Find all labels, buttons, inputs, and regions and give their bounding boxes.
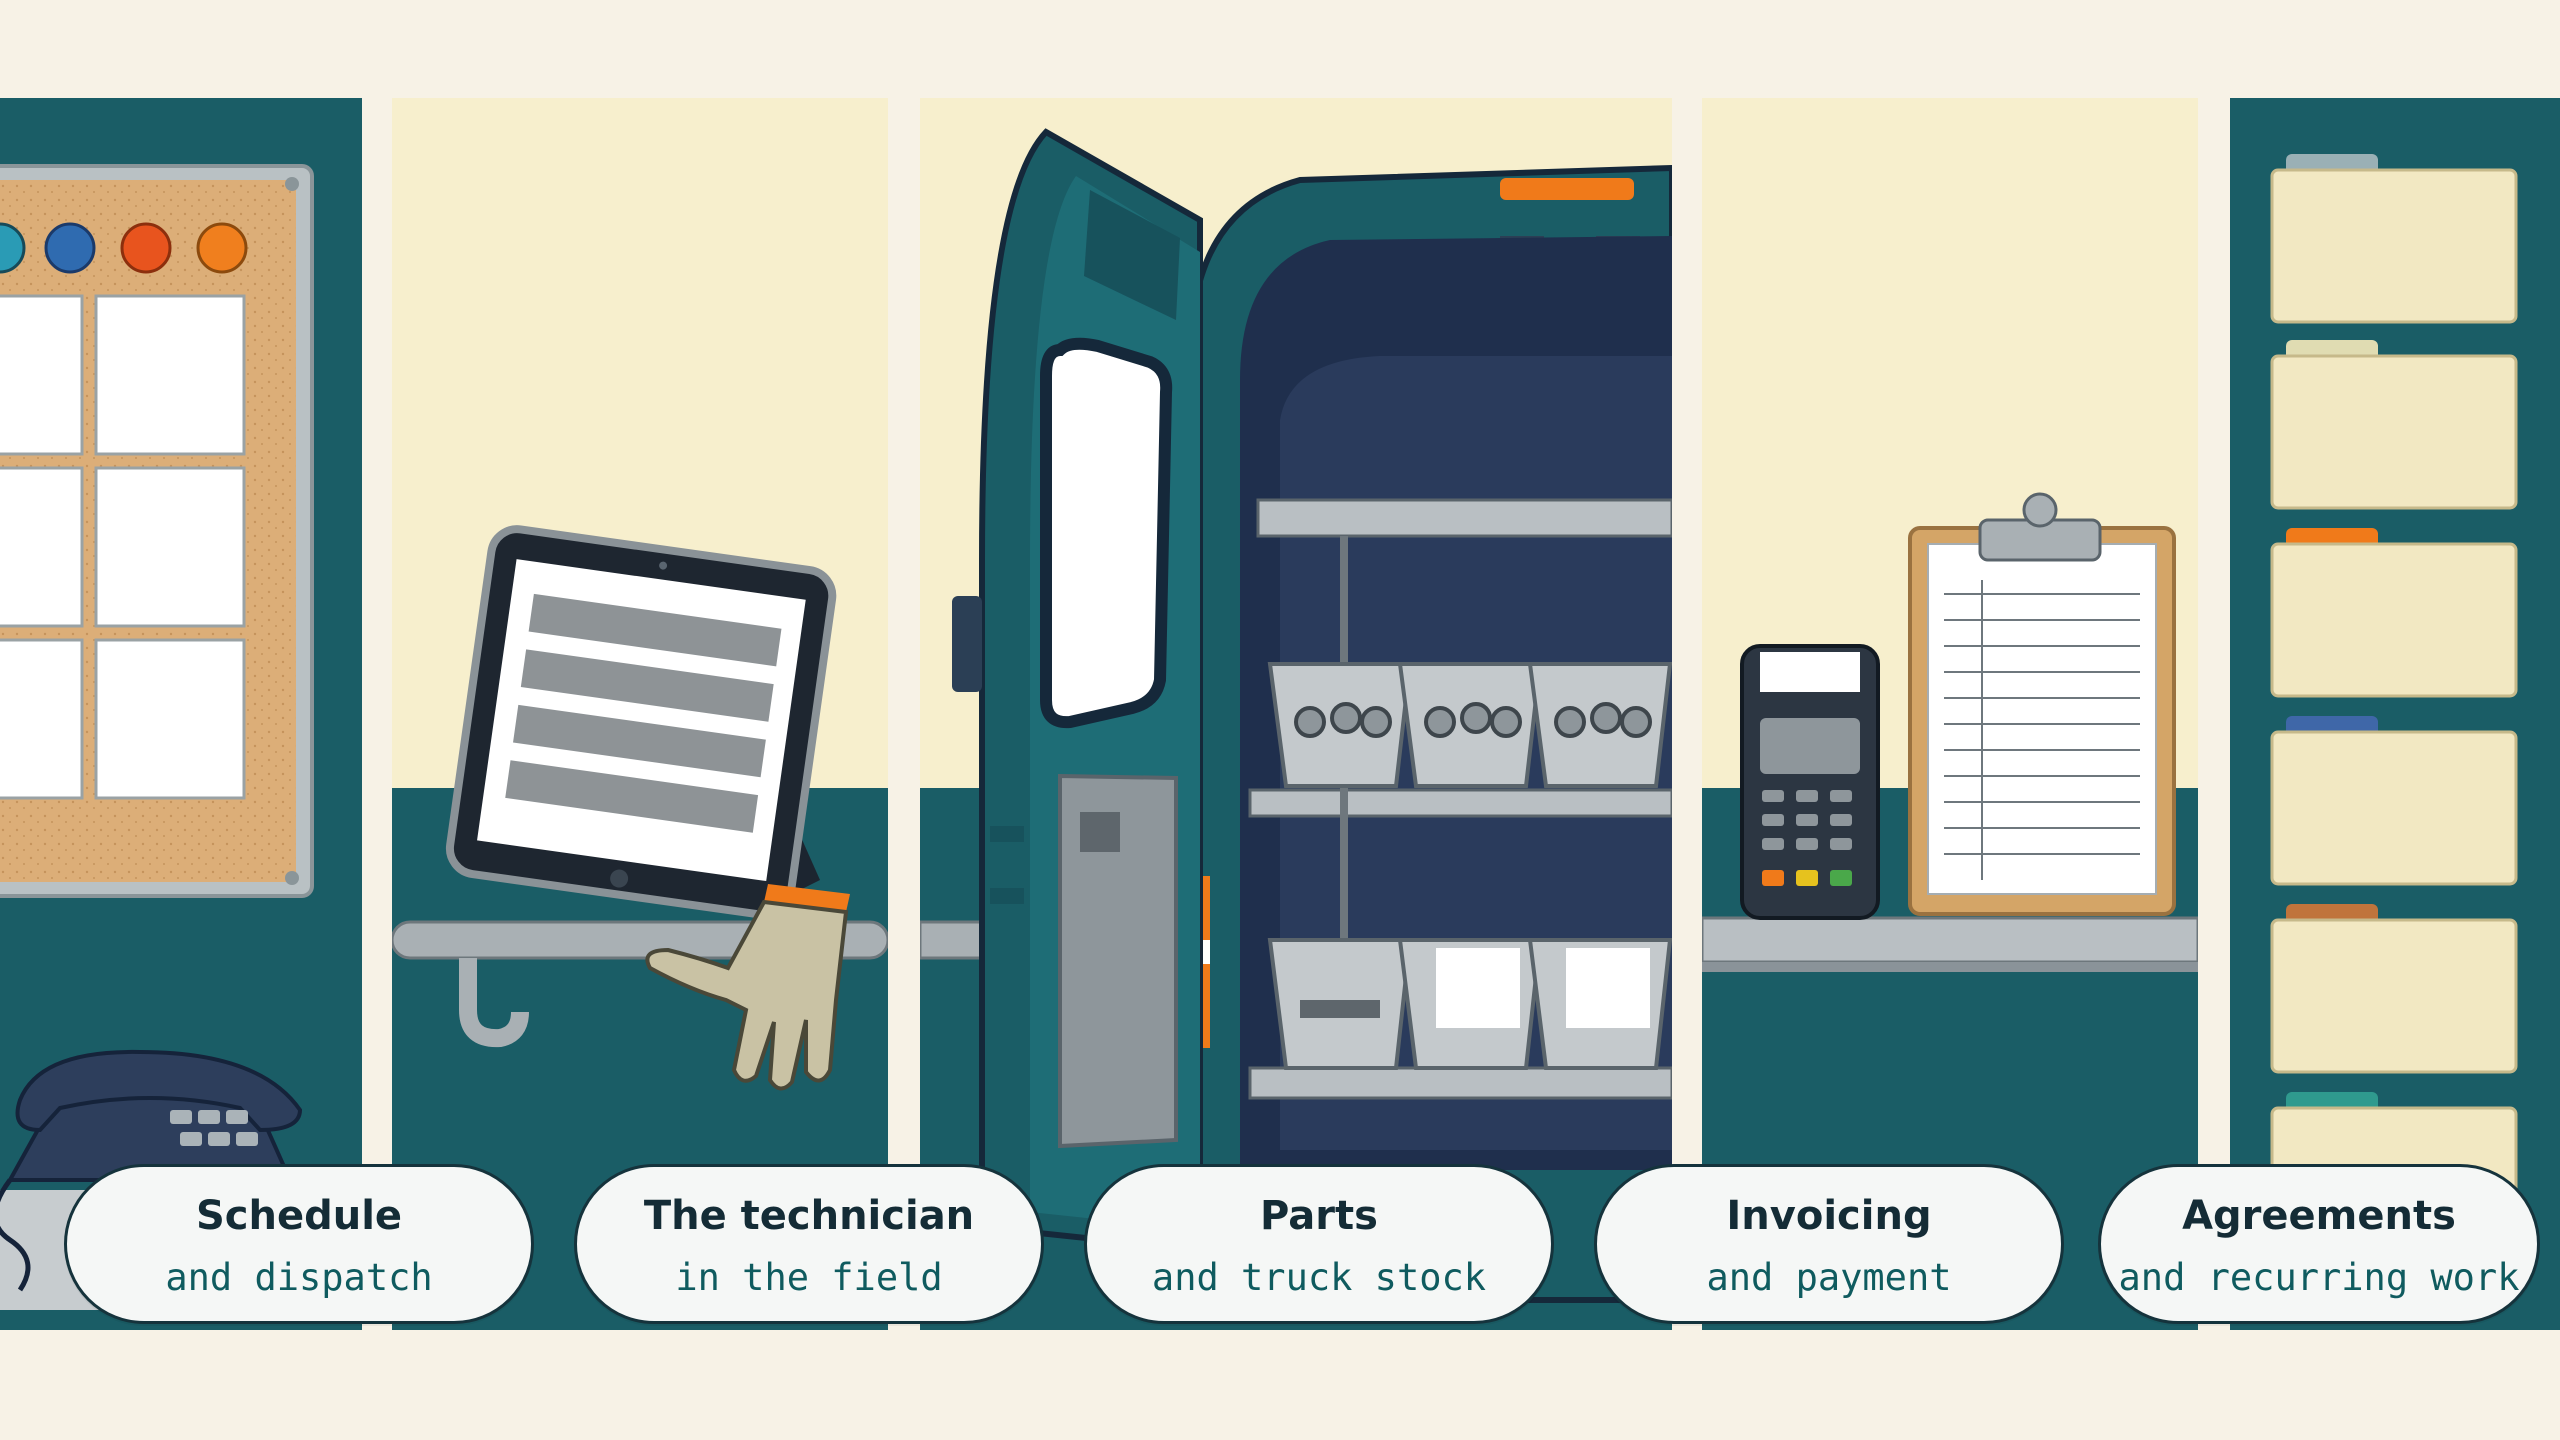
clipboard-icon	[1908, 492, 2176, 916]
card-subtitle: and recurring work	[2118, 1256, 2520, 1299]
panel-invoicing-scene	[1702, 98, 2198, 1330]
card-title: Schedule	[195, 1193, 403, 1239]
van-door-icon	[952, 128, 1203, 1254]
card-subtitle: and dispatch	[165, 1256, 433, 1299]
card-title: Agreements	[2182, 1193, 2456, 1239]
card-title: Invoicing	[1726, 1193, 1932, 1239]
panel-schedule-scene	[0, 98, 362, 1330]
pushpin-icon	[0, 222, 248, 274]
board-icon	[0, 164, 314, 898]
card-title: The technician	[643, 1193, 975, 1239]
card-subtitle: and truck stock	[1151, 1256, 1487, 1299]
card-subtitle: and payment	[1706, 1256, 1952, 1299]
card-subtitle: in the field	[675, 1256, 943, 1299]
card-agreements: Agreements and recurring work	[2098, 1164, 2540, 1324]
glove-icon	[645, 884, 850, 1091]
card-invoicing: Invoicing and payment	[1594, 1164, 2064, 1324]
card-schedule: Schedule and dispatch	[64, 1164, 534, 1324]
panel-technician-scene	[392, 98, 888, 1330]
card-terminal-icon	[1740, 644, 1880, 920]
tablet-icon	[445, 525, 837, 919]
card-technician: The technician in the field	[574, 1164, 1044, 1324]
parts-bin-icon	[1267, 662, 1672, 1070]
panel-agreements-scene	[2230, 98, 2560, 1330]
panel-parts-scene	[920, 98, 1672, 1330]
card-parts: Parts and truck stock	[1084, 1164, 1554, 1324]
card-title: Parts	[1260, 1193, 1378, 1239]
